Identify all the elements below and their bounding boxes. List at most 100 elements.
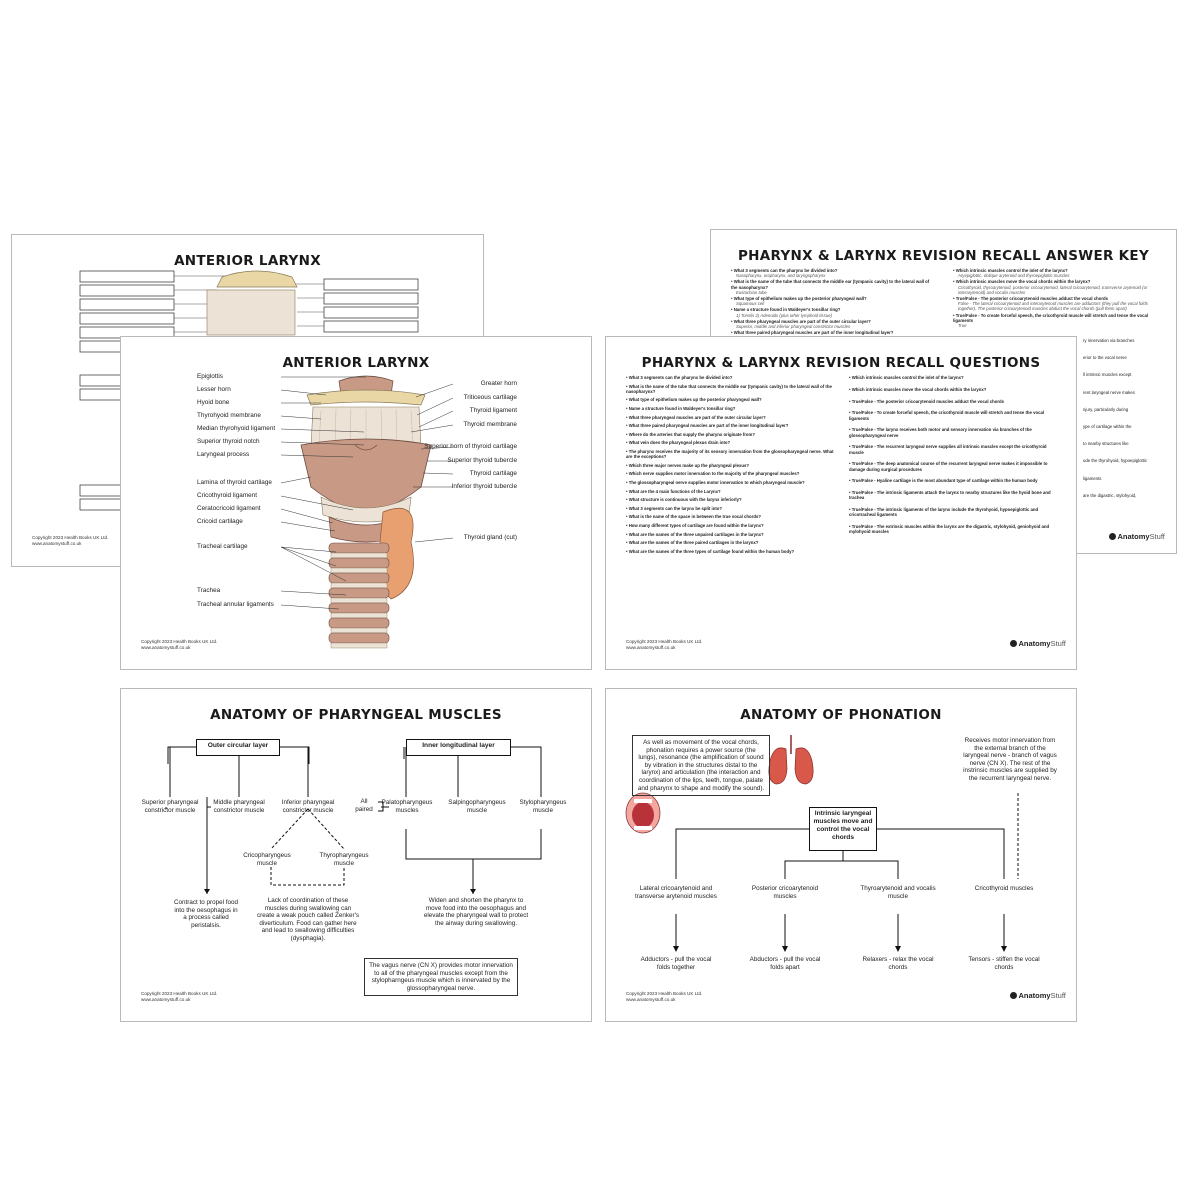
answer-item: • What three paired pharyngeal muscles a…	[731, 330, 894, 336]
arrow-head	[1001, 946, 1007, 952]
leader-line	[280, 521, 336, 532]
outer-circular-layer-box: Outer circular layer	[196, 739, 280, 756]
answer-fragment: erior to the vocal nerve	[1083, 355, 1127, 361]
salpingopharyngeus-label: Salpingopharyngeus muscle	[448, 799, 506, 814]
arrow-head	[673, 946, 679, 952]
larynx-label: Median thyrohyoid ligament	[197, 425, 276, 432]
lungs-illustration	[768, 735, 814, 785]
anatomystuff-logo: AnatomyStuff	[1010, 639, 1066, 648]
larynx-label: Thyroid ligament	[469, 407, 517, 414]
leader-line	[280, 476, 312, 484]
answer-fragment: ligaments	[1083, 475, 1102, 481]
connector-line	[784, 851, 844, 879]
question-item: • True/False - The extrinsic muscles wit…	[849, 524, 1050, 535]
question-item: • Where do the arteries that supply the …	[626, 431, 755, 437]
larynx-label: Lesser horn	[197, 386, 231, 393]
answer-key-left-column: • What 3 segments can the pharynx be div…	[731, 268, 931, 336]
larynx-label: Thyroid membrane	[463, 421, 517, 428]
sheet-title: ANATOMY OF PHONATION	[740, 707, 942, 723]
arrow-head	[895, 946, 901, 952]
question-item: • True/False - The recurrent laryngeal n…	[849, 444, 1047, 455]
sheet-title: ANTERIOR LARYNX	[282, 355, 430, 371]
sheet-title: ANATOMY OF PHARYNGEAL MUSCLES	[210, 707, 502, 723]
answer-item: • What type of epithelium makes up the p…	[731, 296, 867, 307]
leader-line	[420, 446, 454, 450]
leader-line	[414, 537, 454, 543]
larynx-label: Lamina of thyroid cartilage	[197, 479, 272, 486]
connector-line	[843, 860, 899, 879]
larynx-label: Inferior thyroid tubercle	[451, 483, 517, 490]
question-item: • Which intrinsic muscles move the vocal…	[849, 386, 987, 392]
anatomystuff-logo: AnatomyStuff	[1010, 991, 1066, 1000]
answer-item: • What three pharyngeal muscles are part…	[731, 318, 871, 330]
answer-item: • What 3 segments can the pharynx be div…	[731, 268, 838, 279]
larynx-label: Tracheal annular ligaments	[197, 601, 274, 608]
larynx-illustration	[300, 375, 432, 649]
question-item: • What three pharyngeal muscles are part…	[626, 414, 766, 420]
larynx-label: Superior thyroid tubercle	[447, 457, 517, 464]
connector-line	[270, 867, 345, 886]
connector-line	[270, 808, 309, 850]
question-item: • The glossopharyngeal nerve supplies mo…	[626, 479, 805, 485]
larynx-label: Thyrohyoid membrane	[197, 412, 261, 419]
connector-line	[675, 828, 809, 879]
answer-item: • True/False - The posterior cricoaryten…	[953, 296, 1148, 312]
leader-line	[280, 604, 340, 610]
thyropharyngeus-label: Thyropharyngeus muscle	[319, 852, 369, 867]
question-item: • How many different types of cartilage …	[626, 522, 764, 528]
question-item: • What vein does the pharyngeal plexus d…	[626, 440, 731, 446]
copyright: Copyright 2023 Health Books UK Ltd. www.…	[141, 639, 218, 650]
middle-constrictor-label: Middle pharyngeal constrictor muscle	[213, 799, 265, 814]
larynx-label: Tracheal cartilage	[197, 543, 248, 550]
question-item: • What are the names of the three types …	[626, 548, 795, 554]
cricopharyngeus-label: Cricopharyngeus muscle	[243, 852, 291, 867]
question-item: • What structure is continuous with the …	[626, 497, 742, 503]
question-item: • What 3 segments can the larynx be spli…	[626, 505, 723, 511]
cricothyroid-label: Cricothyroid muscles	[974, 885, 1034, 892]
arrow-head	[470, 889, 476, 894]
sheet-title: PHARYNX & LARYNX REVISION RECALL QUESTIO…	[641, 355, 1041, 371]
answer-item: • True/False - To create forceful speech…	[953, 312, 1149, 329]
leader-line	[280, 454, 354, 458]
copyright: Copyright 2023 Health Books UK Ltd. www.…	[141, 991, 218, 1002]
leader-line	[280, 546, 347, 582]
leader-line	[410, 424, 454, 433]
connector-line	[877, 828, 1005, 879]
connector-line	[169, 746, 196, 797]
intrinsic-laryngeal-muscles-box: Intrinsic laryngeal muscles move and con…	[809, 807, 877, 851]
connector-line	[307, 808, 345, 850]
inferior-constrictor-label: Inferior pharyngeal constrictor muscle	[281, 799, 335, 814]
answer-key-right-column: • Which intrinsic muscles control the in…	[953, 268, 1158, 329]
question-item: • True/False - The intrinsic ligaments o…	[849, 507, 1039, 518]
answer-fragment: ll intrinsic muscles except	[1083, 372, 1132, 378]
label-leader-lines	[280, 376, 454, 610]
leader-line	[280, 389, 327, 396]
larynx-label: Cricoid cartilage	[197, 518, 243, 525]
larynx-label: Hyoid bone	[197, 399, 230, 406]
sheet-title: ANTERIOR LARYNX	[174, 253, 321, 269]
answer-fragment: ry innervation via branches	[1083, 338, 1135, 343]
leader-line	[280, 508, 334, 524]
larynx-label: Epiglottis	[197, 373, 223, 380]
phonation-connectors	[625, 735, 1019, 952]
question-item: • What is the name of the space in betwe…	[626, 514, 761, 520]
connector-line	[405, 829, 542, 860]
question-item: • True/False - The deep anatomical cours…	[849, 461, 1048, 472]
question-item: • True/False - The larynx receives both …	[849, 427, 1032, 438]
larynx-label: Triticeous cartilage	[463, 394, 517, 401]
questions-right-column: • Which intrinsic muscles control the in…	[849, 375, 1061, 541]
lateral-cricoarytenoid-label: Lateral cricoarytenoid and transverse ar…	[635, 885, 717, 900]
posterior-cricoarytenoid-label: Posterior cricoarytenoid muscles	[751, 885, 819, 900]
arrow-head	[782, 946, 788, 952]
answer-fragment: ype of cartilage within the	[1083, 424, 1132, 430]
answer-item: • Which intrinsic muscles control the in…	[953, 268, 1070, 279]
question-item: • True/False - The posterior cricoaryten…	[849, 398, 1005, 404]
question-item: • The pharynx receives the majority of i…	[626, 448, 834, 460]
question-item: • Which intrinsic muscles control the in…	[849, 375, 964, 380]
adductors-label: Adductors - pull the vocal folds togethe…	[640, 956, 712, 971]
all-paired-label: All paired	[355, 798, 373, 813]
question-item: • What are the names of the three unpair…	[626, 531, 764, 537]
leader-line	[280, 495, 354, 511]
widen-note: Widen and shorten the pharynx to move fo…	[423, 897, 529, 927]
